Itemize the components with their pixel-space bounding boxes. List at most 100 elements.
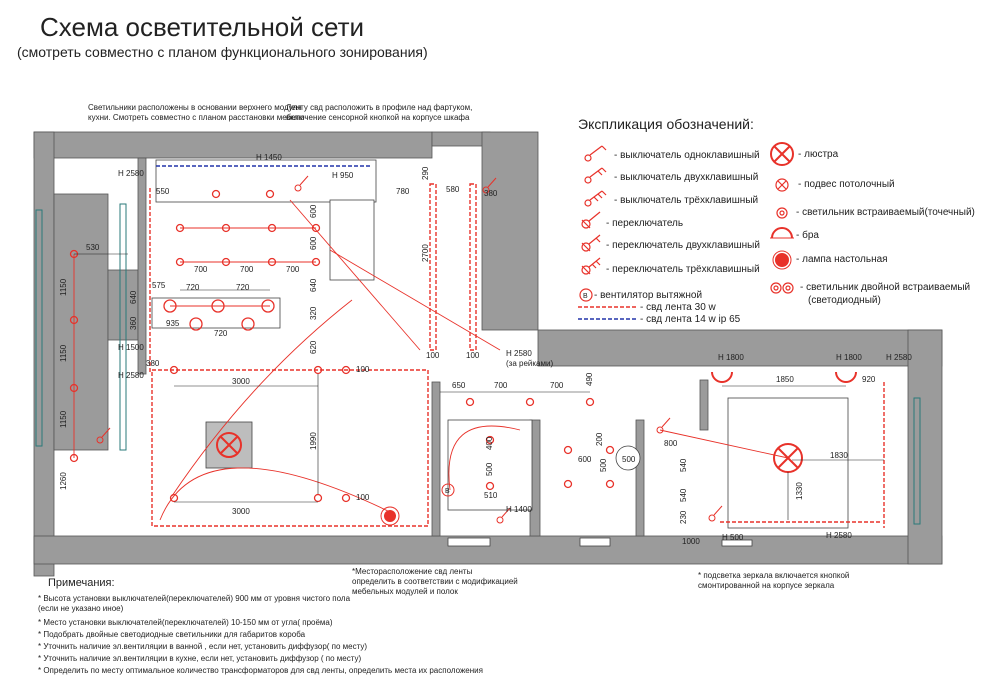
mirror-note-line-1: * подсветка зеркала включается кнопкой [698,571,850,580]
height-label: H 2580 [118,169,144,178]
dim-label: 935 [166,319,180,328]
remarks-title: Примечания: [48,577,115,589]
spot-light-icon [605,479,615,489]
dim-label: 1330 [795,482,804,500]
spot-light-icon [267,257,277,267]
dim-label: 380 [484,189,498,198]
wire-to-bedroom [659,429,789,459]
chandelier-icon [216,432,242,458]
switch-arm [101,427,111,438]
dim-label: 720 [214,329,228,338]
toggle-triple-icon [581,257,601,275]
pendant-icon [775,178,789,192]
dim-label: 1150 [59,344,68,362]
spot-light-icon [313,493,323,503]
spot-light-icon [169,493,179,503]
wire-living-arc [171,299,353,497]
sink-wc [615,445,641,471]
dim-label: 100 [356,365,370,374]
legend-symbols-left: B [579,145,607,302]
wire-kitchen-diag-2 [329,249,501,351]
switch-icon [482,186,490,194]
window-right [913,397,921,525]
wall-partition-wc [635,419,645,537]
double-light-icon [189,317,203,331]
spot-light-icon [563,479,573,489]
wall-top-mid [431,131,491,147]
legend-led-lines [578,306,638,320]
double-switch-icon [584,167,607,184]
dim-label: 500 [485,462,494,476]
spot-light-icon [221,257,231,267]
windows [35,203,921,525]
legend-fan-letter: B [583,293,588,300]
dimension-lines [74,253,884,520]
legend-double-light-sub: (светодиодный) [808,295,881,306]
spot-light-icon [605,445,615,455]
dim-label: 500 [599,458,608,472]
dim-label: 100 [466,351,480,360]
legend-pendant: - подвес потолочный [798,179,895,190]
dim-label: 3000 [232,377,250,386]
height-label: H 950 [332,171,354,180]
height-label: H 1500 [118,343,144,352]
chandelier-living [205,421,253,469]
dim-label: 620 [309,340,318,354]
switches [96,175,723,524]
double-light-icon [261,299,275,313]
dim-label: 650 [452,381,466,390]
double-light-icon [770,282,794,294]
dim-label: 2700 [421,244,430,262]
legend-spot-light: - светильник встраиваемый(точечный) [796,207,975,218]
led-tape-note: Ленту свд расположить в профиле над фарт… [286,103,472,123]
spot-light-icon [341,493,351,503]
wall-partition-living [431,381,441,537]
kitchen-left-dim: 550 [156,187,170,196]
page-subtitle: (смотреть совместно с планом функциональ… [17,44,428,60]
spot-light-icon [485,435,495,445]
spot-light-icon [175,257,185,267]
mirror-note-line-2: смонтированной на корпусе зеркала [698,581,835,590]
height-labels: H 2580 H 1450 H 950 H 1500 H 2580 H 2580… [118,153,912,542]
dim-label: 800 [664,439,678,448]
dim-label: 400 [485,436,494,450]
dim-label: 700 [550,381,564,390]
remark-line-1: * Высота установки выключателей(переключ… [38,594,351,603]
spot-light-icon [465,397,475,407]
dim-label: 500 [622,455,636,464]
fan-plan-letter: B [445,488,450,495]
table-lamp-ring [380,506,400,526]
double-lights [163,299,275,331]
kitchen-lights-note-line-2: кухни. Смотреть совместно с планом расст… [88,113,305,122]
legend-toggle-double: - переключатель двухклавишный [606,240,760,251]
led-rail-1 [429,183,437,351]
led-tape-30w [149,183,885,528]
sconce-icon [835,371,857,383]
spot-light-icon [267,223,277,233]
dim-label: 530 [86,243,100,252]
spot-light-icon [221,223,231,233]
dim-label: 575 [152,281,166,290]
height-label: H 1800 [718,353,744,362]
dim-label: 200 [595,432,604,446]
dim-label: 720 [186,283,200,292]
fan-icon [579,288,593,302]
dim-label: 380 [146,359,160,368]
height-label: H 500 [722,533,744,542]
wall-mid-horizontal [537,329,943,367]
spot-light-icon [175,223,185,233]
legend-led-14w: - свд лента 14 w ip 65 [640,314,741,325]
switch-icon [708,514,716,522]
kitchen-island [151,297,281,329]
switch-arm [661,417,671,428]
legend-triple-switch: - выключатель трёхклавишный [614,195,759,206]
height-label: H 1450 [256,153,282,162]
dim-label: 3000 [232,507,250,516]
wall-right-top [481,131,539,331]
legend-toggle-switch: - переключатель [606,218,684,229]
table-lamp-icon [772,250,792,270]
legend-single-switch: - выключатель одноклавишный [614,150,760,161]
dim-label: 700 [240,265,254,274]
wall-sconces [711,371,857,383]
led-rail-2 [469,183,477,351]
